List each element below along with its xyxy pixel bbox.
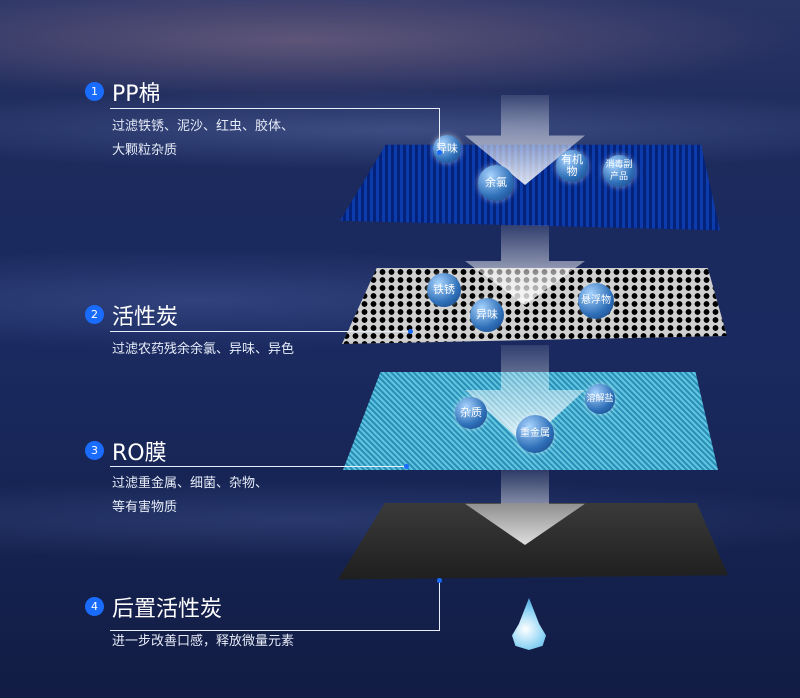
contaminant-bubble: 异味 xyxy=(433,135,461,163)
connector-line xyxy=(110,108,440,109)
contaminant-bubble: 异味 xyxy=(470,298,504,332)
desc-line: 过滤铁锈、泥沙、红虫、胶体、 xyxy=(112,119,295,134)
connector-line xyxy=(110,331,410,332)
contaminant-bubble: 有机物 xyxy=(556,150,588,182)
desc-line: 过滤重金属、细菌、杂物、 xyxy=(112,476,269,491)
contaminant-bubble: 重金属 xyxy=(516,415,554,453)
step-description: 进一步改善口感，释放微量元素 xyxy=(112,630,372,654)
connector-line xyxy=(110,466,406,467)
step-title: 后置活性炭 xyxy=(112,597,223,622)
contaminant-bubble: 铁锈 xyxy=(427,273,461,307)
desc-line: 过滤农药残余余氯、异味、异色 xyxy=(112,342,295,357)
connector-dot xyxy=(437,150,442,155)
contaminant-bubble: 杂质 xyxy=(455,397,487,429)
connector-line xyxy=(439,108,440,152)
connector-line xyxy=(110,630,440,631)
step-number-badge: 1 xyxy=(85,82,104,101)
step-number-badge: 3 xyxy=(85,441,104,460)
desc-line: 进一步改善口感，释放微量元素 xyxy=(112,634,295,649)
step-description: 过滤农药残余余氯、异味、异色 xyxy=(112,338,372,362)
connector-dot xyxy=(404,464,409,469)
step-number-badge: 2 xyxy=(85,305,104,324)
contaminant-bubble: 余氯 xyxy=(478,165,514,201)
contaminant-bubble: 溶解盐 xyxy=(585,384,615,414)
water-drop-icon xyxy=(512,598,546,650)
step-number-badge: 4 xyxy=(85,597,104,616)
step-title: 活性炭 xyxy=(112,305,179,330)
step-title: RO膜 xyxy=(112,441,167,466)
contaminant-bubble: 悬浮物 xyxy=(578,283,614,319)
connector-dot xyxy=(408,329,413,334)
contaminant-bubble: 消毒副产品 xyxy=(603,155,635,187)
step-description: 过滤铁锈、泥沙、红虫、胶体、大颗粒杂质 xyxy=(112,115,352,163)
desc-line: 大颗粒杂质 xyxy=(112,143,178,158)
connector-dot xyxy=(437,578,442,583)
step-title: PP棉 xyxy=(112,82,161,107)
desc-line: 等有害物质 xyxy=(112,500,178,515)
step-description: 过滤重金属、细菌、杂物、等有害物质 xyxy=(112,472,352,520)
connector-line xyxy=(439,580,440,630)
